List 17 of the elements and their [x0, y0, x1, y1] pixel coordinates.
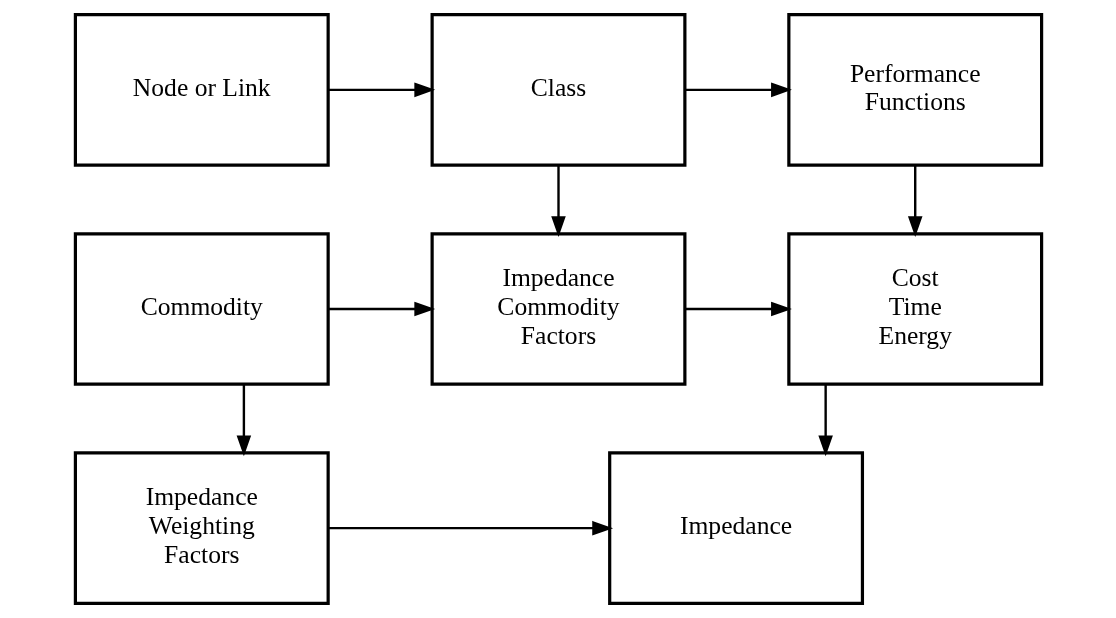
- arrow: [236, 384, 251, 457]
- arrow: [817, 384, 833, 457]
- arrow: [907, 165, 923, 238]
- arrow: [327, 520, 613, 536]
- arrow: [550, 165, 566, 238]
- node-box: Impedance Weighting Factors: [73, 451, 330, 605]
- node-box: Node or Link: [73, 13, 330, 167]
- arrow: [684, 82, 792, 98]
- arrow: [328, 301, 435, 317]
- node-box: Class: [430, 13, 686, 167]
- arrow: [684, 301, 792, 317]
- node-box: Cost Time Energy: [786, 232, 1043, 386]
- node-box: Impedance Commodity Factors: [430, 232, 686, 386]
- node-box: Performance Functions: [786, 13, 1043, 167]
- node-box: Commodity: [73, 232, 330, 386]
- arrow: [328, 82, 435, 98]
- node-box: Impedance: [607, 451, 864, 605]
